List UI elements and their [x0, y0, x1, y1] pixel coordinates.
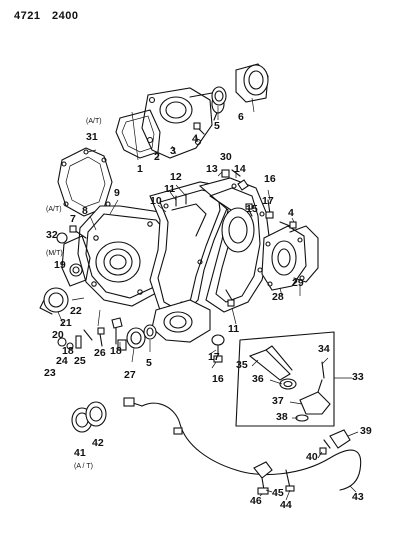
callout-15: 15 [246, 203, 258, 215]
callout-28: 28 [272, 291, 284, 303]
callout-27: 27 [124, 369, 136, 381]
callout-23: 23 [44, 367, 56, 379]
callout-6: 6 [238, 111, 244, 123]
callout-5-top: 5 [214, 120, 220, 132]
callout-33: 33 [352, 371, 364, 383]
callout-13: 13 [206, 163, 218, 175]
diagram-code-right: 2400 [52, 10, 79, 22]
callout-26: 26 [94, 347, 106, 359]
drain-plug-17 [211, 334, 225, 363]
callout-9: 9 [114, 187, 120, 199]
callout-12: 12 [170, 171, 182, 183]
callout-4-top: 4 [192, 133, 198, 145]
callout-29: 29 [292, 277, 304, 289]
callout-5-bottom: 5 [146, 357, 152, 369]
callout-17-top: 17 [262, 195, 274, 207]
upper-fasteners [175, 169, 297, 307]
callout-31: 31 [86, 131, 98, 143]
leader-lines [57, 97, 359, 501]
callout-16-bottom: 16 [212, 373, 224, 385]
note-at-plug: (A/T) [46, 206, 62, 213]
callout-38: 38 [276, 411, 288, 423]
callout-36: 36 [252, 373, 264, 385]
callout-11-top: 11 [164, 183, 176, 195]
seal-42 [85, 401, 107, 427]
note-at-seals: (A / T) [74, 463, 93, 470]
callout-34: 34 [318, 343, 330, 355]
callout-39: 39 [360, 425, 372, 437]
callout-35: 35 [236, 359, 248, 371]
callout-18-left: 18 [62, 345, 74, 357]
callout-10: 10 [150, 195, 162, 207]
rear-case [198, 177, 271, 313]
callout-11-bottom: 11 [228, 323, 240, 335]
callout-2: 2 [154, 151, 160, 163]
extension-gasket [115, 109, 161, 159]
note-at-gasket: (A/T) [86, 118, 102, 125]
plug-32 [56, 232, 68, 244]
callout-24: 24 [56, 355, 68, 367]
callout-46: 46 [250, 495, 262, 507]
oil-seal-21 [39, 287, 69, 315]
note-mt-plug: (M/T) [46, 250, 63, 257]
callout-42: 42 [92, 437, 104, 449]
callout-37: 37 [272, 395, 284, 407]
lower-fasteners [57, 317, 127, 351]
cable-clamp-39-40 [319, 429, 351, 455]
callout-45: 45 [272, 487, 284, 499]
callout-16-top: 16 [264, 173, 276, 185]
callout-19: 19 [54, 259, 66, 271]
callout-43: 43 [352, 491, 364, 503]
speedometer-gear-box [235, 331, 335, 427]
bolt-4-top [193, 122, 205, 135]
callout-7: 7 [70, 213, 76, 225]
oil-seal-5 [211, 86, 227, 106]
callout-8: 8 [82, 205, 88, 217]
callout-14: 14 [234, 163, 246, 175]
callout-32: 32 [46, 229, 58, 241]
callout-40: 40 [306, 451, 318, 463]
callout-17-bottom: 17 [208, 351, 220, 363]
callout-25: 25 [74, 355, 86, 367]
callout-30: 30 [220, 151, 232, 163]
callout-44: 44 [280, 499, 292, 511]
callout-18-center: 18 [110, 345, 122, 357]
callout-22: 22 [70, 305, 82, 317]
callout-4-right: 4 [288, 207, 294, 219]
dust-boot-6 [235, 63, 269, 103]
callout-1: 1 [137, 163, 143, 175]
oil-seal-27 [126, 324, 157, 349]
diagram-code-left: 4721 [14, 10, 41, 22]
callout-3: 3 [170, 145, 176, 157]
gasket-29 [289, 225, 319, 283]
plug-19 [69, 263, 83, 277]
callout-21: 21 [60, 317, 72, 329]
bolt-7 [69, 225, 87, 239]
callout-41: 41 [74, 447, 86, 459]
callout-20: 20 [52, 329, 64, 341]
speedometer-cable-43 [123, 397, 362, 491]
